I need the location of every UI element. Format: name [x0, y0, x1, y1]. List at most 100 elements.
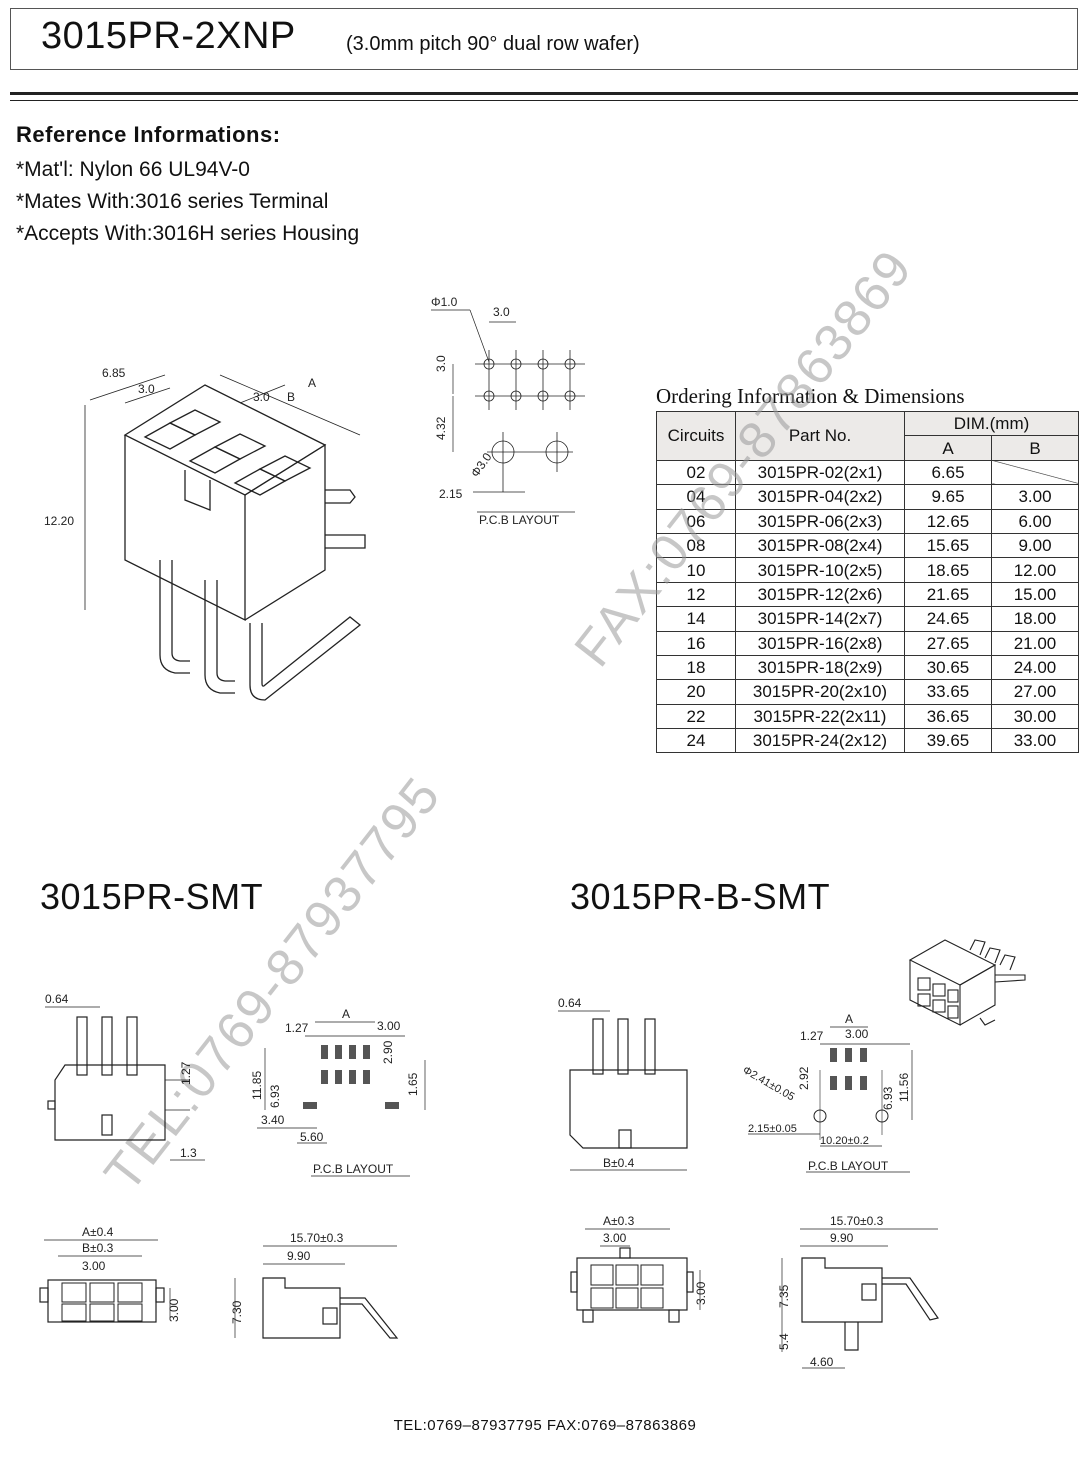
ordering-cell-part: 3015PR-18(2x9): [735, 654, 905, 681]
ordering-cell-circuits: 06: [656, 508, 736, 534]
ordering-cell-part: 3015PR-06(2x3): [735, 508, 905, 534]
bsmt-dim-b: B±0.4: [603, 1156, 635, 1170]
reference-mates-with: *Mates With:3016 series Terminal: [16, 190, 329, 213]
ordering-cell-circuits: 08: [656, 532, 736, 559]
connector-isometric-drawing: 6.85 3.0 3.0 B A 12.20: [44, 366, 366, 701]
ordering-cell-a: 24.65: [904, 606, 992, 632]
smt-dim-1-27: 1.27: [179, 1061, 193, 1085]
ordering-cell-b: [991, 459, 1079, 486]
bsmt-profile-dim-9-90: 9.90: [830, 1231, 854, 1245]
smt-pcb-dim-1-65: 1.65: [406, 1072, 420, 1096]
bsmt-side-view: 0.64 B±0.4: [558, 996, 688, 1171]
ordering-cell-a: 39.65: [904, 728, 992, 754]
bsmt-front-dim-row: 3.00: [694, 1281, 708, 1305]
smt-profile-view: 15.70±0.3 9.90 7.30: [230, 1231, 399, 1339]
ordering-cell-part: 3015PR-20(2x10): [735, 679, 905, 705]
bsmt-dim-0-64: 0.64: [558, 996, 582, 1010]
smt-profile-dim-9-90: 9.90: [287, 1249, 311, 1263]
smt-front-dim-pitch: 3.00: [82, 1259, 106, 1273]
bsmt-front-view: A±0.3 3.00 3.00: [570, 1214, 708, 1323]
part-number-title: 3015PR-2XNP: [41, 15, 296, 57]
dim-3-0-b: 3.0: [253, 390, 270, 404]
smt-front-dim-b: B±0.3: [82, 1241, 114, 1255]
dim-12-20: 12.20: [44, 514, 74, 528]
smt-title: 3015PR-SMT: [40, 876, 264, 917]
smt-dim-0-64: 0.64: [45, 992, 69, 1006]
smt-pcb-dim-2-90: 2.90: [381, 1040, 395, 1064]
col-dim: DIM.(mm): [904, 410, 1079, 437]
smt-pcb-dim-a: A: [342, 1007, 350, 1021]
smt-front-view: A±0.4 B±0.3 3.00 3.00: [39, 1225, 181, 1323]
ordering-cell-part: 3015PR-24(2x12): [735, 728, 905, 754]
smt-pcb-dim-6-93: 6.93: [268, 1084, 282, 1108]
dim-b: B: [287, 390, 295, 404]
ordering-cell-circuits: 02: [656, 459, 736, 486]
bsmt-profile-dim-length: 15.70±0.3: [830, 1214, 884, 1228]
bsmt-front-dim-a: A±0.3: [603, 1214, 635, 1228]
ordering-cell-part: 3015PR-04(2x2): [735, 484, 905, 510]
smt-pcb-label: P.C.B LAYOUT: [313, 1162, 394, 1176]
ordering-cell-b: 33.00: [991, 728, 1079, 754]
col-part-no: Part No.: [735, 411, 905, 461]
ordering-cell-part: 3015PR-08(2x4): [735, 532, 905, 559]
pcb-dim-pitch-y: 3.0: [434, 355, 448, 372]
bsmt-pcb-dim-hole: Φ2.41±0.05: [741, 1064, 797, 1103]
title-box: 3015PR-2XNP (3.0mm pitch 90° dual row wa…: [10, 8, 1078, 70]
ordering-cell-b: 30.00: [991, 703, 1079, 730]
bsmt-pcb-dim-1-27: 1.27: [800, 1029, 824, 1043]
smt-pcb-dim-1-27: 1.27: [285, 1021, 309, 1035]
ordering-cell-a: 15.65: [904, 532, 992, 559]
header-rule-thin: [10, 100, 1078, 101]
pcb-dim-pitch-x: 3.0: [493, 305, 510, 319]
bsmt-pcb-dim-a: A: [845, 1012, 853, 1026]
bsmt-title: 3015PR-B-SMT: [570, 876, 831, 917]
ordering-title: Ordering Information & Dimensions: [656, 384, 965, 408]
pcb-label: P.C.B LAYOUT: [479, 513, 560, 527]
smt-pcb-dim-11-85: 11.85: [250, 1071, 264, 1100]
ordering-cell-circuits: 16: [656, 630, 736, 656]
ordering-cell-circuits: 20: [656, 679, 736, 705]
ordering-cell-b: 21.00: [991, 630, 1079, 656]
ordering-cell-circuits: 22: [656, 703, 736, 730]
smt-side-view: 0.64 1.27 1.3: [45, 992, 205, 1161]
ordering-cell-circuits: 14: [656, 606, 736, 632]
smt-profile-dim-length: 15.70±0.3: [290, 1231, 344, 1245]
smt-pcb-layout: A 1.27 3.00 2.90 11.85 6.93 1.65 3.40 5.…: [250, 1007, 426, 1177]
ordering-cell-a: 9.65: [904, 484, 992, 510]
ordering-cell-circuits: 24: [656, 728, 736, 754]
col-circuits: Circuits: [656, 411, 736, 461]
ordering-cell-a: 33.65: [904, 679, 992, 705]
ordering-cell-a: 30.65: [904, 654, 992, 681]
pcb-dim-4-32: 4.32: [434, 416, 448, 440]
ordering-cell-part: 3015PR-02(2x1): [735, 459, 905, 486]
ordering-cell-circuits: 04: [656, 484, 736, 510]
reference-heading: Reference Informations:: [16, 122, 281, 147]
bsmt-front-dim-pitch: 3.00: [603, 1231, 627, 1245]
ordering-cell-b: 27.00: [991, 679, 1079, 705]
ordering-cell-a: 6.65: [904, 459, 992, 486]
bsmt-isometric: [908, 939, 1026, 1026]
bsmt-profile-dim-5-4: 5.4: [777, 1333, 791, 1350]
bsmt-profile-dim-7-35: 7.35: [777, 1284, 791, 1308]
ordering-cell-part: 3015PR-10(2x5): [735, 557, 905, 583]
ordering-cell-circuits: 12: [656, 581, 736, 608]
part-description: (3.0mm pitch 90° dual row wafer): [346, 33, 640, 55]
dim-6-85: 6.85: [102, 366, 126, 380]
bsmt-pcb-dim-10-20: 10.20±0.2: [820, 1135, 869, 1147]
ordering-cell-b: 9.00: [991, 532, 1079, 559]
ordering-cell-a: 36.65: [904, 703, 992, 730]
ordering-cell-part: 3015PR-14(2x7): [735, 606, 905, 632]
bsmt-pcb-dim-2-15: 2.15±0.05: [748, 1123, 797, 1135]
bsmt-pcb-dim-2-92: 2.92: [797, 1066, 811, 1090]
